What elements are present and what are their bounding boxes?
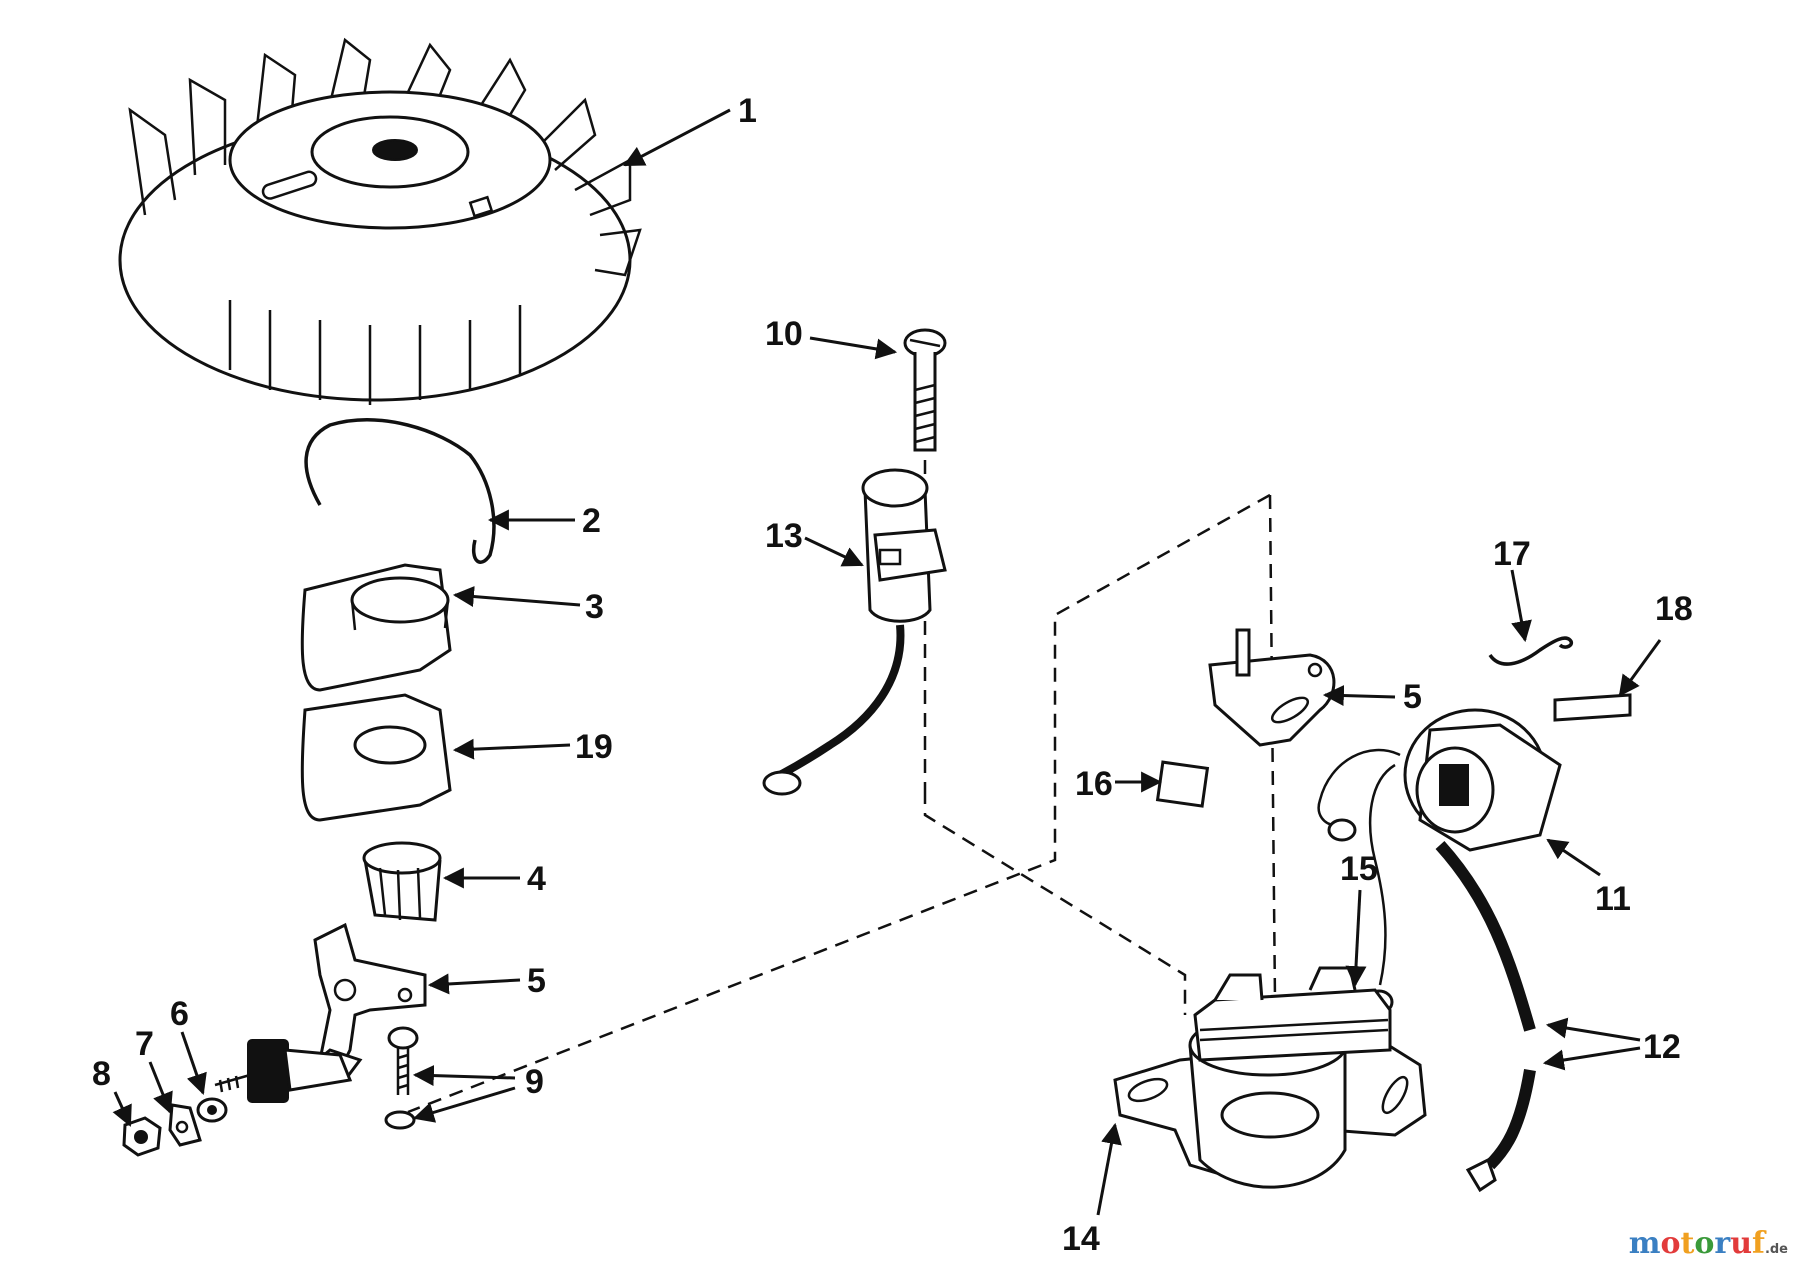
callout-11: 11: [1595, 880, 1631, 918]
watermark-letter: t: [1680, 1226, 1695, 1261]
watermark-letter: f: [1752, 1226, 1765, 1261]
callout-4: 4: [527, 860, 546, 898]
callout-19: 19: [575, 728, 613, 766]
screw-washer-part-9: [384, 1026, 419, 1130]
callout-7: 7: [135, 1025, 154, 1063]
watermark-suffix: .de: [1764, 1242, 1788, 1257]
callout-6: 6: [170, 995, 189, 1033]
clip-part: [1488, 636, 1573, 666]
callout-9: 9: [525, 1063, 544, 1101]
callout-2: 2: [582, 502, 601, 540]
spacer-part: [1553, 693, 1632, 722]
breaker-plate-part-right: [1208, 628, 1336, 747]
coil-part: [1317, 708, 1562, 1015]
armature-part: [1113, 966, 1427, 1189]
screw-part-10: [903, 328, 947, 452]
watermark-letter: m: [1628, 1226, 1661, 1261]
point-bracket-assembly: [122, 1039, 353, 1157]
callout-16: 16: [1075, 765, 1113, 803]
callout-8: 8: [92, 1055, 111, 1093]
callout-1: 1: [738, 92, 757, 130]
callout-15: 15: [1340, 850, 1378, 888]
callout-3: 3: [585, 588, 604, 626]
callout-17: 17: [1493, 535, 1531, 573]
assembly-dashed-lines: [407, 460, 1277, 1114]
callout-12: 12: [1643, 1028, 1681, 1066]
callout-10: 10: [765, 315, 803, 353]
callout-5-right: 5: [1403, 678, 1422, 716]
spring-wire-part: [304, 418, 496, 564]
callout-14: 14: [1062, 1220, 1100, 1258]
callout-18: 18: [1655, 590, 1693, 628]
callout-labels: 1 2 3 19 4 5 6 7 8 9 10 13 5 16 17 18 11…: [92, 92, 1693, 1258]
ground-wire-part: [1435, 840, 1536, 1193]
bushing-part: [362, 841, 442, 922]
watermark-letter: u: [1730, 1226, 1753, 1261]
watermark-letter: o: [1694, 1226, 1715, 1261]
washer-plate-part: [300, 693, 452, 822]
cam-part: [300, 563, 452, 692]
felt-part: [1155, 760, 1210, 808]
motoruf-watermark-logo: motoruf.de: [1629, 1226, 1788, 1261]
condenser-part: [762, 468, 947, 796]
watermark-letter: o: [1660, 1226, 1681, 1261]
callout-5-left: 5: [527, 962, 546, 1000]
callout-13: 13: [765, 517, 803, 555]
watermark-letter: r: [1714, 1226, 1731, 1261]
leader-lines: [112, 108, 1662, 1216]
flywheel-part: [118, 37, 642, 405]
